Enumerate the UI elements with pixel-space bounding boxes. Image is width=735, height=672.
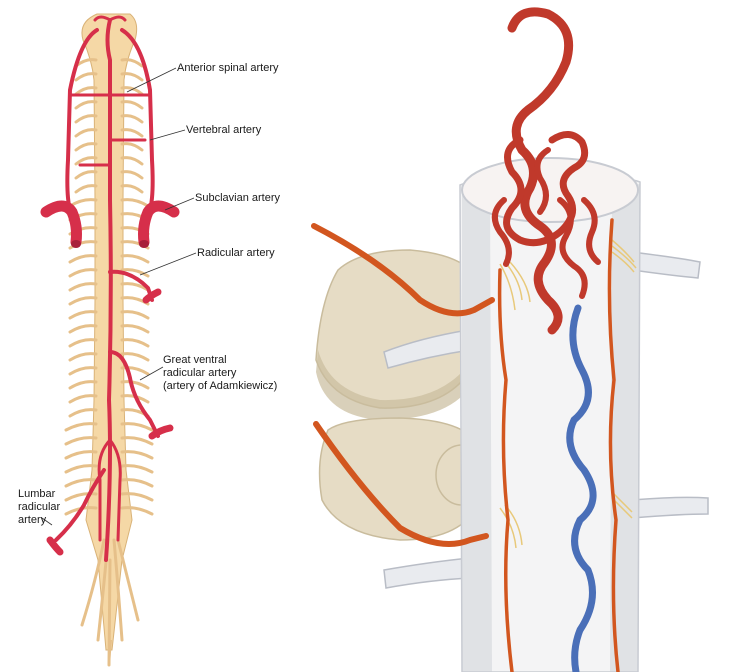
cord-cross-section	[461, 157, 639, 223]
nerve-root-left	[64, 464, 98, 474]
nerve-root-right	[120, 184, 144, 194]
anterior-spinal-artery	[104, 18, 113, 562]
longitudinal-vessel-left	[497, 268, 514, 672]
nerve-root-right	[120, 492, 154, 502]
nerve-root-left	[74, 100, 98, 110]
great-ventral-radicular-artery	[108, 350, 160, 438]
nerve-root-right	[120, 282, 150, 292]
segmental-artery-upper	[311, 223, 495, 317]
radicular-artery	[108, 269, 154, 302]
nerve-root-right	[120, 464, 154, 474]
nerve-root-right	[120, 100, 144, 110]
nerve-root-left	[74, 156, 98, 166]
nerve-root-right	[120, 86, 144, 96]
nerve-root-left	[68, 352, 98, 362]
anterior-spinal-artery-3d	[507, 7, 574, 335]
nerve-root-right	[120, 198, 150, 208]
label-great-ventral-line-1: Great ventral	[163, 354, 227, 366]
nerve-root-right	[120, 170, 144, 180]
nerve-root-left	[74, 128, 98, 138]
nerve-root-right	[120, 380, 150, 390]
nerve-root-left-upper	[383, 329, 471, 369]
nerve-root-right	[120, 478, 154, 488]
vertebral-artery-left	[65, 28, 99, 212]
subclavian-artery-left	[40, 200, 82, 248]
cord-3d-illustration	[311, 7, 709, 672]
nerve-root-right-upper	[631, 251, 701, 279]
nerve-root-right	[120, 450, 154, 460]
nerve-root-right	[120, 114, 144, 124]
nerve-root-right	[120, 58, 144, 68]
nerve-root-left	[68, 338, 98, 348]
nerve-root-left	[68, 296, 98, 306]
nerve-root-left	[64, 450, 98, 460]
vertebral-body-lower	[318, 417, 479, 541]
nerve-root-left	[68, 366, 98, 376]
label-great-ventral-line-3: (artery of Adamkiewicz)	[163, 380, 278, 392]
vertebral-artery-right	[120, 28, 155, 212]
nerve-root-left	[68, 380, 98, 390]
nerve-root-right	[120, 324, 150, 334]
nerve-root-right	[120, 310, 150, 320]
nerve-root-right	[120, 506, 154, 516]
segmental-artery-lower	[313, 421, 489, 547]
nerve-root-left	[74, 72, 98, 82]
nerve-root-left-lower	[383, 557, 471, 589]
lumbar-radicular-artery	[54, 468, 106, 542]
nerve-root-right-lower	[631, 496, 709, 519]
label-anterior-spinal-artery: Anterior spinal artery	[177, 62, 279, 74]
nerve-root-right	[120, 128, 144, 138]
label-subclavian-artery: Subclavian artery	[195, 192, 280, 204]
nerve-root-left	[64, 436, 98, 446]
nerve-root-left	[68, 254, 98, 264]
nerve-root-left	[68, 408, 98, 418]
label-lumbar-line-3: artery	[18, 514, 47, 526]
nerve-root-right	[120, 268, 150, 278]
nerve-root-left	[68, 240, 98, 250]
longitudinal-vessel-right	[607, 218, 620, 672]
label-vertebral-artery: Vertebral artery	[186, 124, 262, 136]
posterior-cord-diagram	[40, 13, 197, 667]
nerve-root-right	[120, 72, 144, 82]
nerve-root-right	[120, 254, 150, 264]
nerve-root-left	[68, 268, 98, 278]
nerve-root-right	[120, 142, 144, 152]
label-lumbar-line-1: Lumbar	[18, 488, 56, 500]
nerve-root-left	[68, 324, 98, 334]
label-radicular-artery: Radicular artery	[197, 247, 275, 259]
nerve-root-left	[74, 184, 98, 194]
nerve-roots	[64, 58, 154, 516]
label-lumbar-line-2: radicular	[18, 501, 61, 513]
nerve-root-right	[120, 338, 150, 348]
nerve-root-left	[64, 492, 98, 502]
rootlets	[499, 239, 637, 549]
nerve-root-left	[68, 310, 98, 320]
nerve-root-left	[74, 170, 98, 180]
nerve-root-left	[64, 422, 98, 432]
nerve-root-left	[68, 282, 98, 292]
subclavian-artery-right	[138, 200, 180, 248]
spinal-vein	[566, 304, 597, 672]
leader-lines	[41, 67, 197, 526]
nerve-root-right	[120, 156, 144, 166]
label-great-ventral-line-2: radicular artery	[163, 367, 237, 379]
nerve-root-left	[68, 394, 98, 404]
nerve-root-left	[64, 478, 98, 488]
nerve-root-right	[120, 422, 154, 432]
nerve-root-right	[120, 436, 154, 446]
nerve-root-right	[120, 366, 150, 376]
nerve-root-left	[68, 198, 98, 208]
nerve-root-left	[74, 86, 98, 96]
nerve-root-left	[74, 142, 98, 152]
nerve-root-right	[120, 352, 150, 362]
nerve-root-left	[74, 114, 98, 124]
